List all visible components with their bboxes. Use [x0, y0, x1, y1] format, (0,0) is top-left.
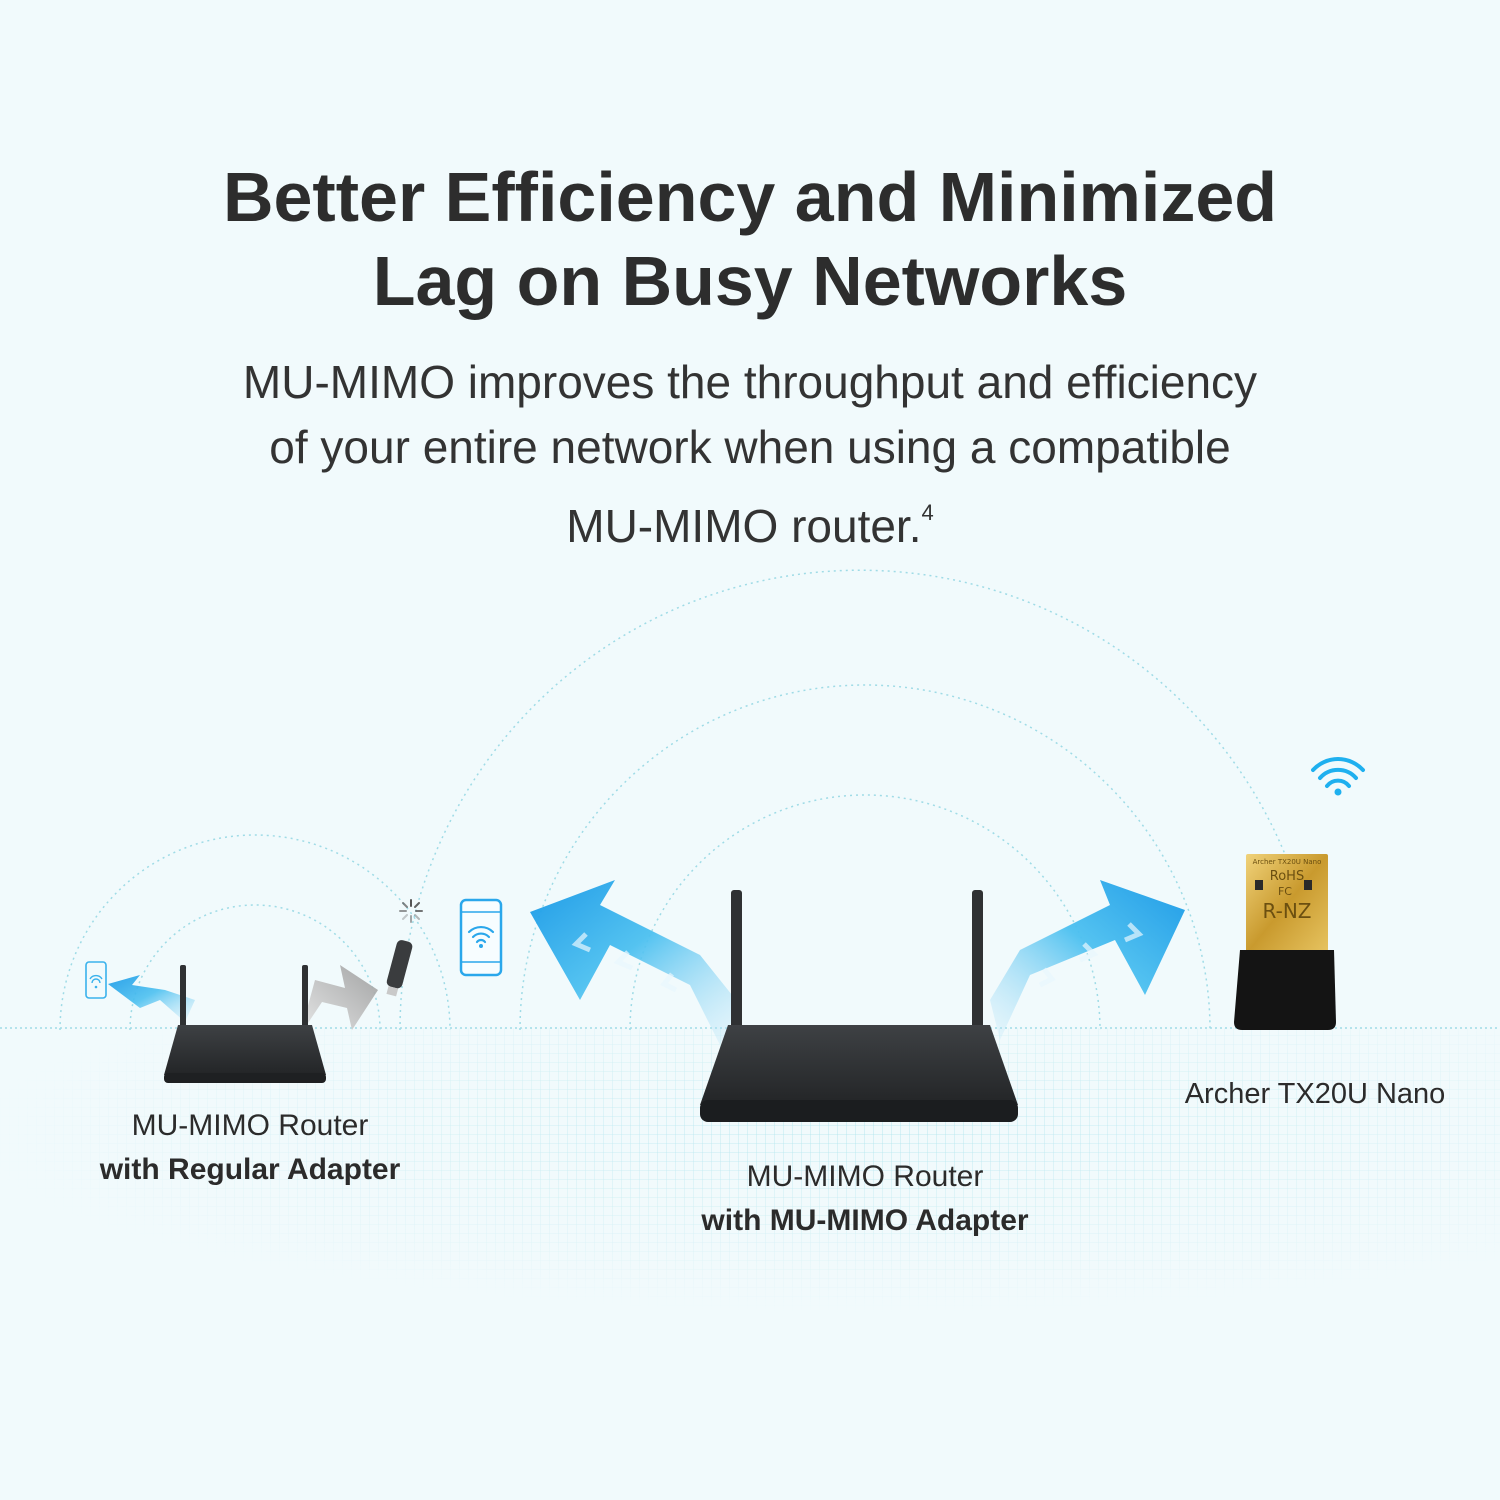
headline: Better Efficiency and Minimized Lag on B…	[0, 155, 1500, 323]
caption-left-line-1: MU-MIMO Router	[131, 1109, 369, 1142]
subtitle-line-2: of your entire network when using a comp…	[269, 421, 1231, 473]
signal-arcs	[59, 569, 1321, 1031]
router-icon-small	[164, 965, 326, 1083]
subtitle-line-3: MU-MIMO router.	[566, 500, 922, 552]
phone-icon-small	[85, 961, 107, 999]
wifi-icon	[1311, 757, 1365, 788]
usb-adapter-icon-nano: Archer TX20U Nano RoHS FC R-NZ	[1234, 854, 1336, 1030]
adapter-brand-text: Archer TX20U Nano	[1253, 858, 1322, 866]
blue-signal-arrow-left	[530, 880, 740, 1045]
blue-signal-arrow-right	[990, 880, 1185, 1040]
adapter-rnz-text: R-NZ	[1263, 899, 1312, 923]
headline-line-1: Better Efficiency and Minimized	[222, 158, 1278, 236]
adapter-rohs-text: RoHS	[1270, 869, 1304, 884]
caption-center-line-1: MU-MIMO Router	[746, 1160, 984, 1193]
usb-adapter-icon-regular	[386, 940, 413, 997]
phone-icon	[459, 898, 503, 977]
caption-right-line-1: Archer TX20U Nano	[1184, 1078, 1446, 1110]
caption-mumimo-adapter: MU-MIMO Router with MU-MIMO Adapter	[610, 1155, 1120, 1243]
caption-product-name: Archer TX20U Nano	[1150, 1072, 1480, 1116]
grey-signal-arrow	[300, 965, 378, 1035]
adapter-fc-text: FC	[1278, 885, 1292, 898]
caption-left-line-2: with Regular Adapter	[99, 1153, 401, 1186]
blue-signal-arrow-small	[108, 975, 195, 1022]
footnote-marker: 4	[921, 500, 934, 525]
router-icon-main	[700, 890, 1018, 1122]
left-scene	[85, 899, 423, 1083]
headline-line-2: Lag on Busy Networks	[372, 242, 1128, 320]
right-scene: Archer TX20U Nano RoHS FC R-NZ	[1234, 757, 1365, 1030]
center-scene	[459, 880, 1185, 1122]
caption-regular-adapter: MU-MIMO Router with Regular Adapter	[40, 1104, 460, 1192]
loading-icon	[399, 899, 423, 923]
subtitle: MU-MIMO improves the throughput and effi…	[0, 350, 1500, 559]
subtitle-line-1: MU-MIMO improves the throughput and effi…	[242, 356, 1258, 408]
caption-center-line-2: with MU-MIMO Adapter	[701, 1204, 1029, 1237]
